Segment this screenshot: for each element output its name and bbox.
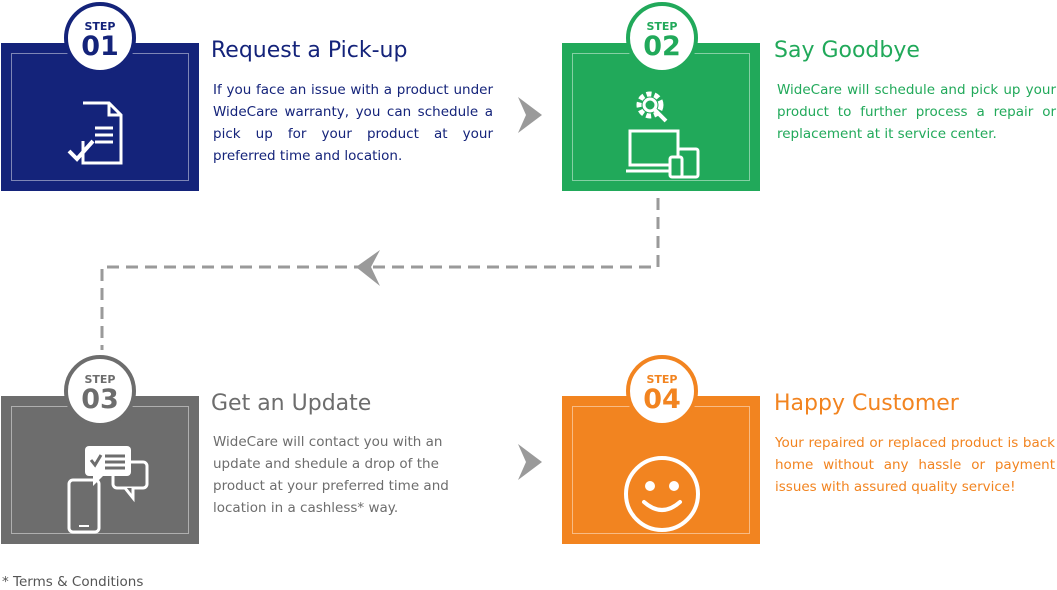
step-title: Say Goodbye xyxy=(774,38,920,63)
step-description: WideCare will schedule and pick up your … xyxy=(777,82,1056,142)
step-1-badge: STEP 01 xyxy=(64,2,136,74)
step-title: Happy Customer xyxy=(774,391,959,416)
step-number: 01 xyxy=(81,31,119,62)
connector-arrow-left-icon xyxy=(356,250,380,286)
phone-chat-icon xyxy=(67,446,149,534)
step-number: 03 xyxy=(81,384,119,415)
step-description: WideCare will contact you with an update… xyxy=(213,434,449,516)
step-4-badge: STEP 04 xyxy=(626,355,698,427)
step-label: STEP xyxy=(84,373,116,386)
step-label: STEP xyxy=(646,373,678,386)
step-3-badge: STEP 03 xyxy=(64,355,136,427)
step-number: 02 xyxy=(643,31,681,62)
step-2-badge: STEP 02 xyxy=(626,2,698,74)
step-label: STEP xyxy=(84,20,116,33)
smiley-icon xyxy=(624,456,700,532)
document-check-icon xyxy=(67,101,123,165)
step-description: If you face an issue with a product unde… xyxy=(213,82,493,164)
terms-footnote[interactable]: * Terms & Conditions xyxy=(2,574,144,590)
arrow-right-icon xyxy=(518,444,542,480)
step-label: STEP xyxy=(646,20,678,33)
devices-gear-icon xyxy=(626,91,700,179)
step-title: Get an Update xyxy=(211,391,372,416)
step-1-card xyxy=(1,43,199,191)
arrow-right-icon xyxy=(518,97,542,133)
step-title: Request a Pick-up xyxy=(211,38,408,63)
step-number: 04 xyxy=(643,384,681,415)
step-description: Your repaired or replaced product is bac… xyxy=(775,435,1055,495)
step-2-card xyxy=(562,43,760,191)
